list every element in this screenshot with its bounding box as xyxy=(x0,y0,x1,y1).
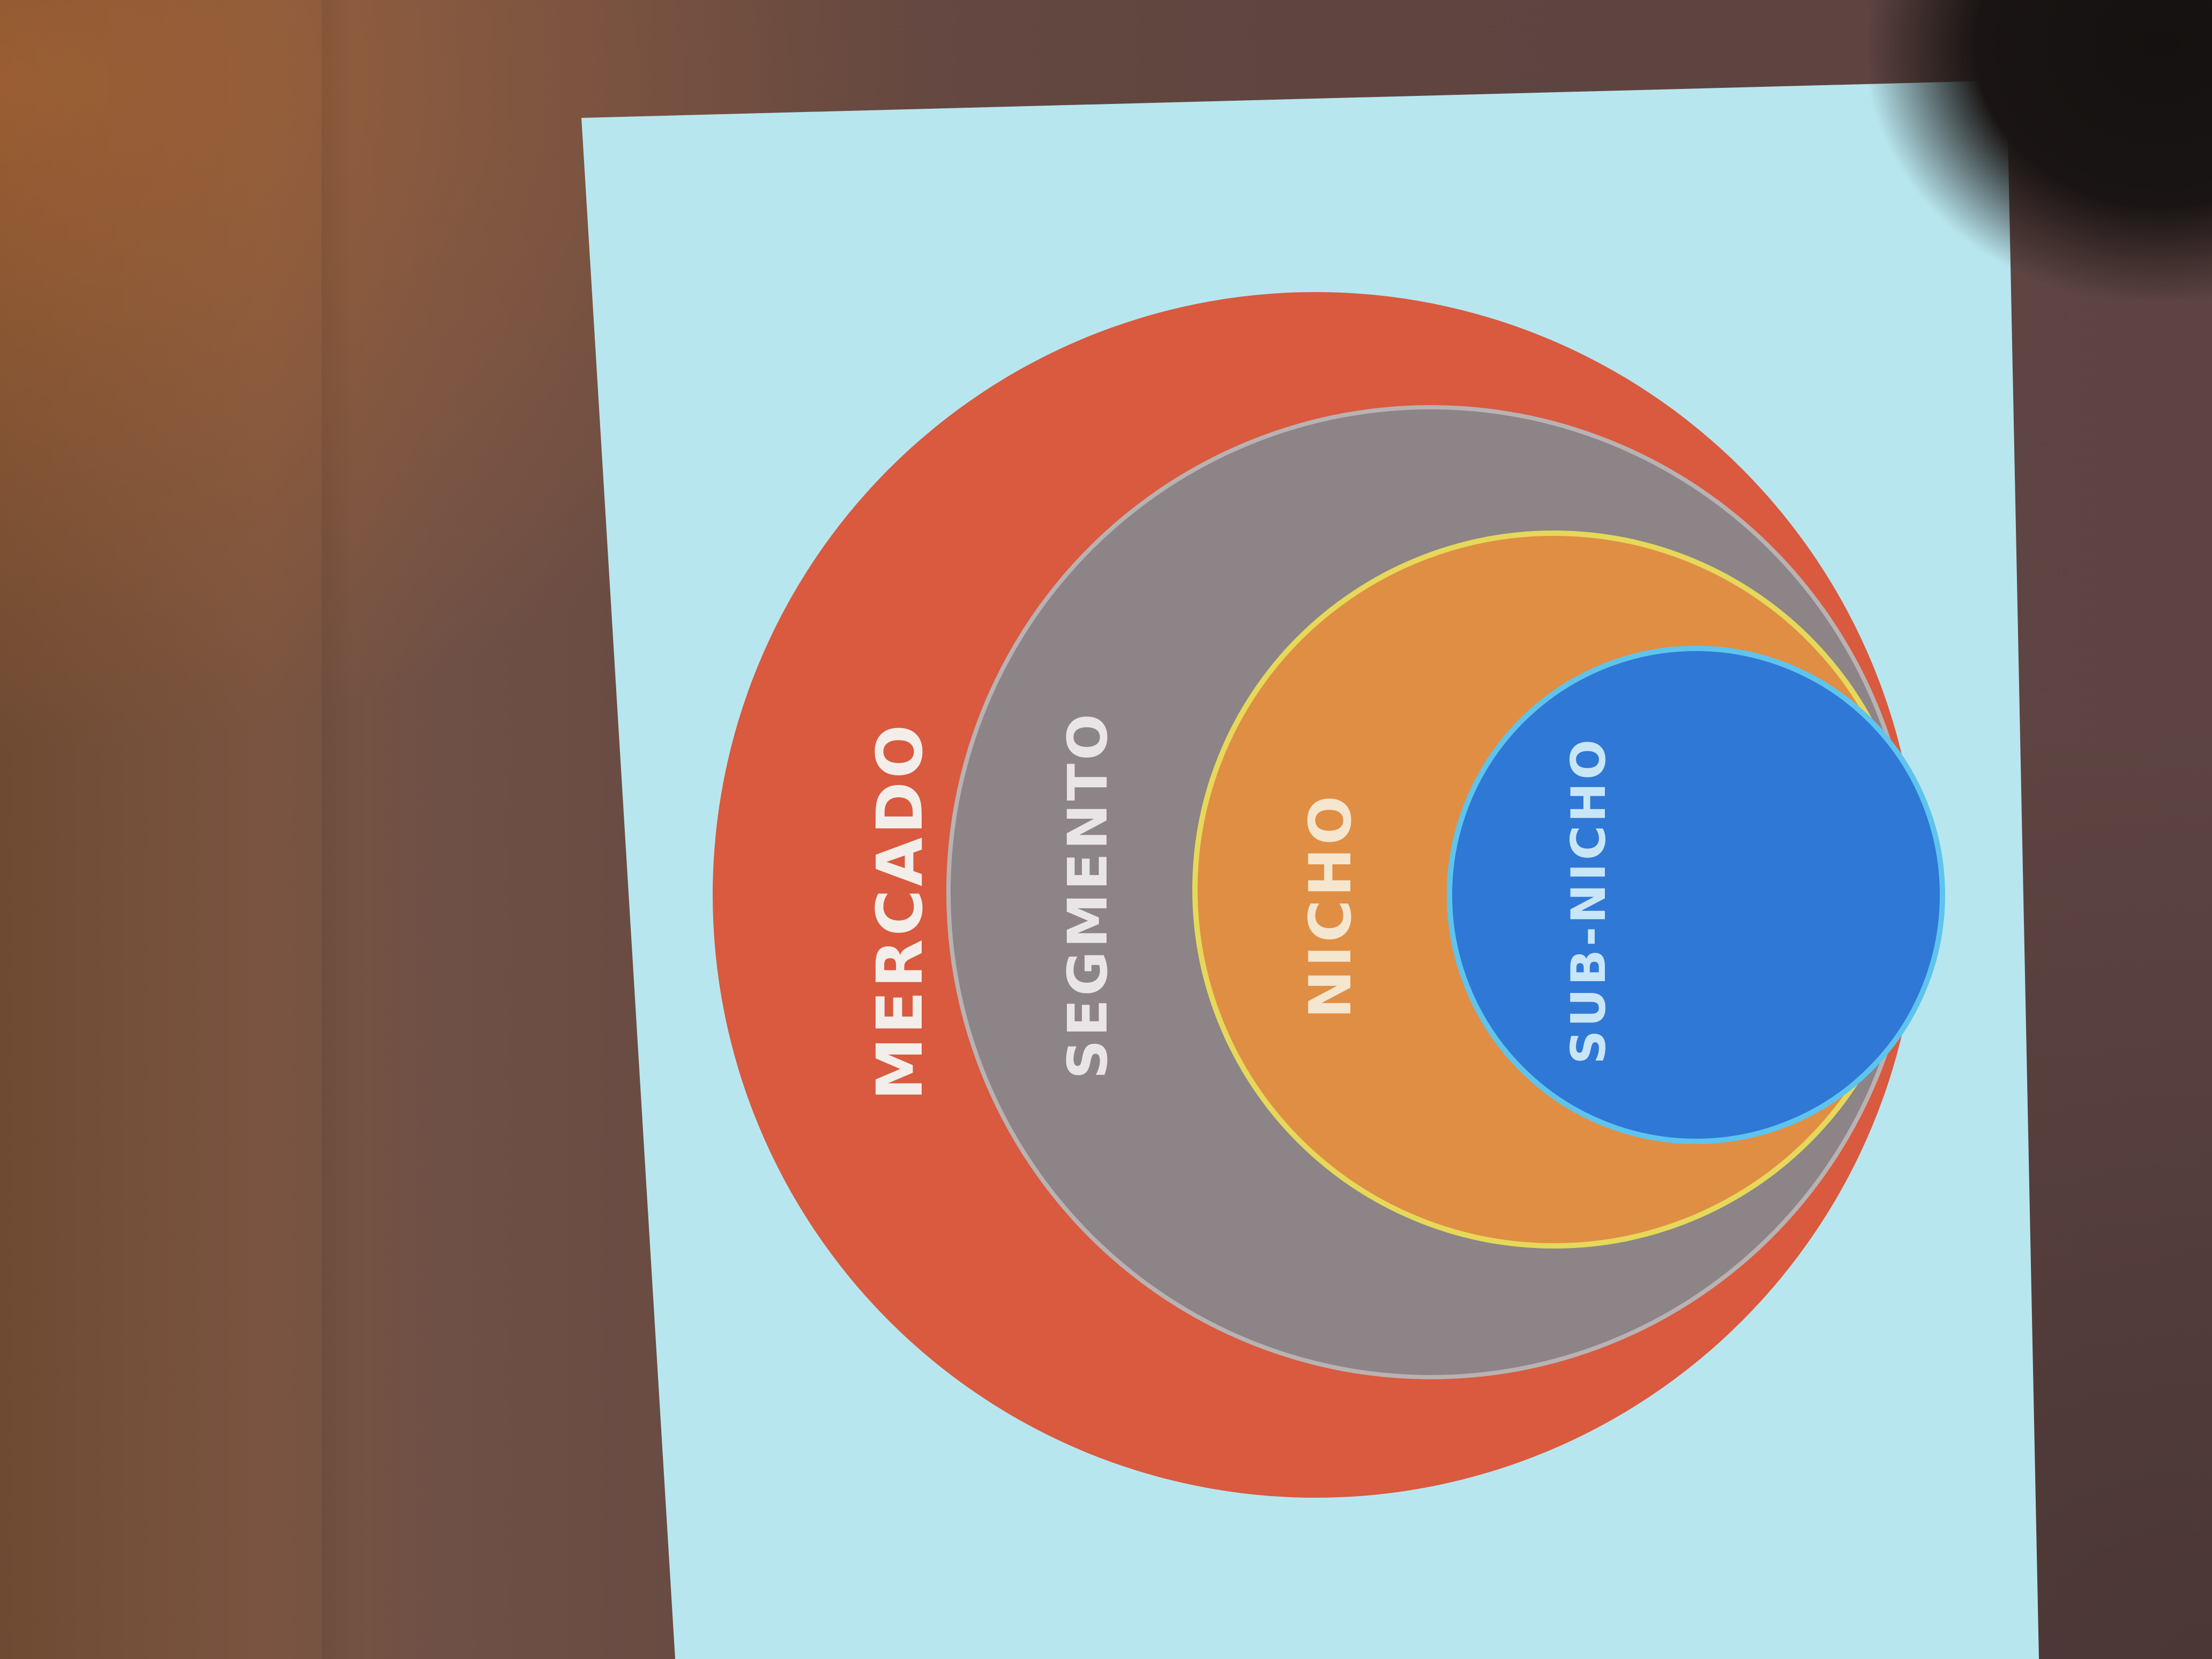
wall-corner-shadow xyxy=(322,0,354,1659)
foreground-hair-occlusion xyxy=(1869,0,2212,300)
label-mercado: MERCADO xyxy=(863,721,937,1100)
label-nicho: NICHO xyxy=(1297,793,1364,1019)
circle-subnicho xyxy=(1447,646,1945,1144)
nested-circles-diagram: MERCADO SEGMENTO NICHO SUB-NICHO xyxy=(713,292,1945,1498)
label-subnicho: SUB-NICHO xyxy=(1561,736,1616,1064)
label-segmento: SEGMENTO xyxy=(1056,711,1120,1079)
